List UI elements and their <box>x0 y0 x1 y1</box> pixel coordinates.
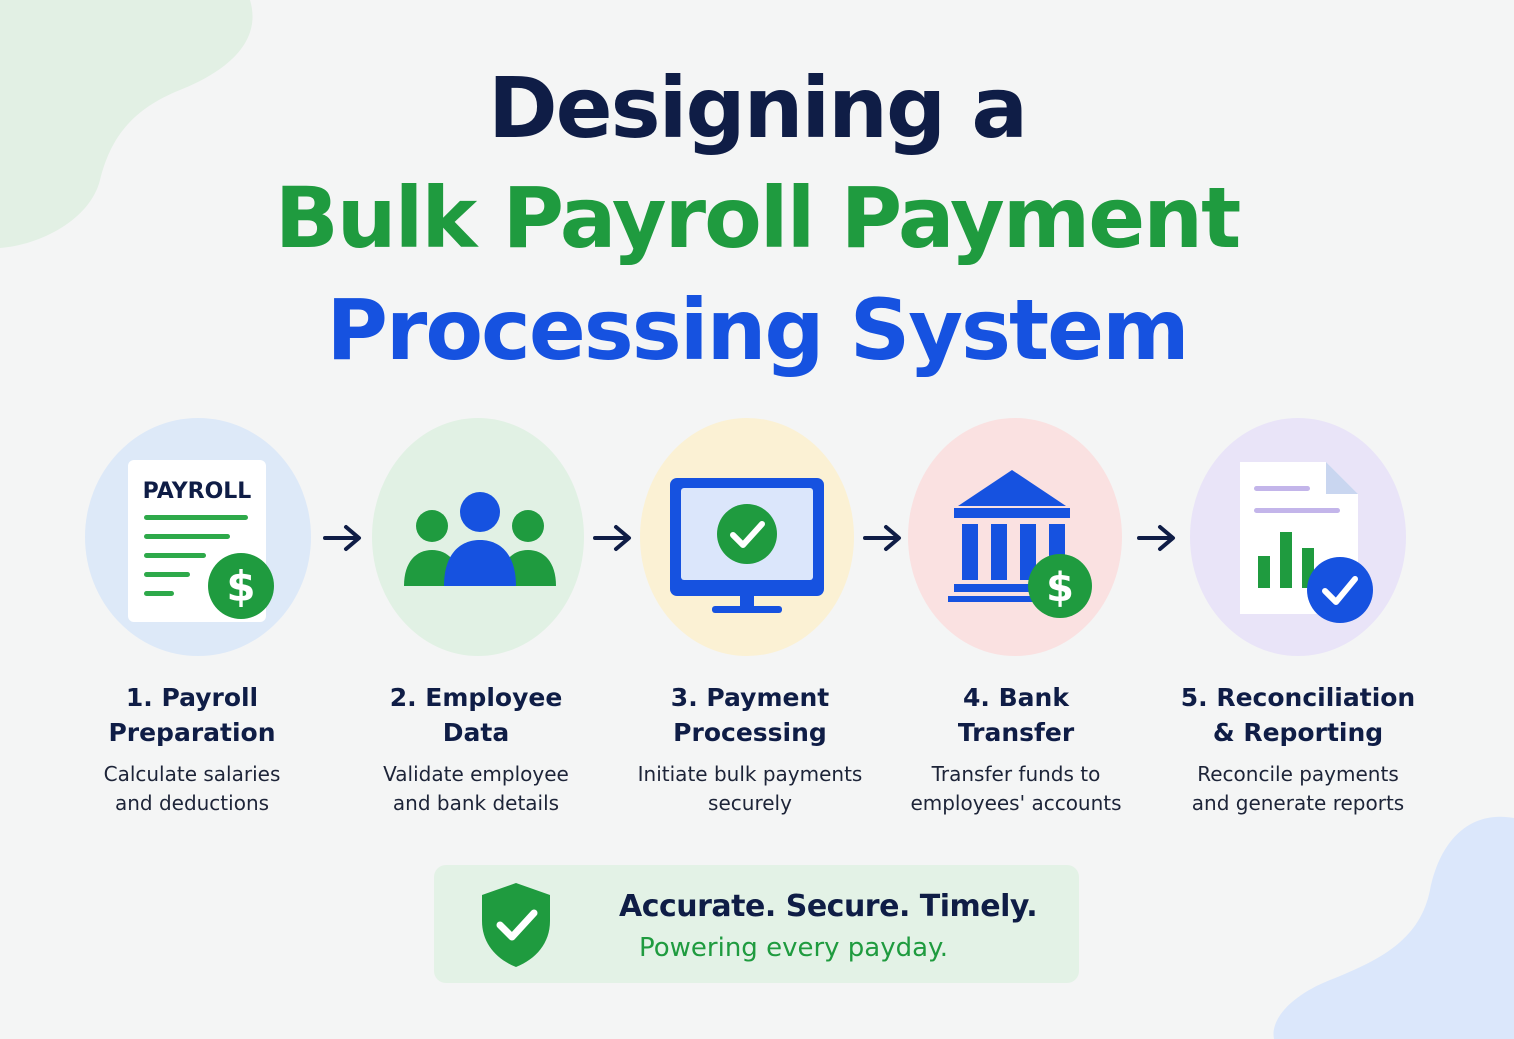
report-chart-check-icon <box>1240 462 1373 623</box>
bank-dollar-icon: $ <box>948 470 1092 618</box>
payroll-document-icon: PAYROLL $ <box>128 460 274 622</box>
step-4-description: Transfer funds to employees' accounts <box>910 762 1122 815</box>
employees-group-icon <box>404 492 556 586</box>
monitor-check-icon <box>670 478 824 613</box>
banner-tagline: Accurate. Secure. Timely. <box>619 889 1038 924</box>
title-line-2: Bulk Payroll Payment <box>274 169 1241 267</box>
step-4-title: 4. Bank Transfer <box>957 683 1075 747</box>
step-1-description: Calculate salaries and deductions <box>103 762 281 815</box>
arrow-right-icon <box>593 525 631 551</box>
step-5-description: Reconcile payments and generate reports <box>1191 762 1405 815</box>
arrow-right-icon <box>1137 525 1175 551</box>
step-3-title: 3. Payment Processing <box>670 683 830 747</box>
step-2-title: 2. Employee Data <box>389 683 563 747</box>
payroll-label: PAYROLL <box>143 479 252 504</box>
step-5-title: 5. Reconciliation & Reporting <box>1180 683 1416 747</box>
step-4-circle <box>908 418 1122 656</box>
decorative-blob-top-left <box>0 0 253 248</box>
shield-check-icon <box>482 883 550 967</box>
decorative-blob-bottom-right <box>1273 816 1514 1039</box>
banner-subtagline: Powering every payday. <box>639 933 949 963</box>
step-2-description: Validate employee and bank details <box>383 762 569 815</box>
step-1-title: 1. Payroll Preparation <box>108 683 276 747</box>
arrow-right-icon <box>863 525 901 551</box>
svg-text:$: $ <box>1046 565 1074 611</box>
arrow-right-icon <box>323 525 361 551</box>
svg-text:$: $ <box>226 562 255 611</box>
tagline-banner: Accurate. Secure. Timely. Powering every… <box>434 865 1079 983</box>
title-line-3: Processing System <box>326 281 1189 379</box>
step-3-description: Initiate bulk payments securely <box>637 762 863 815</box>
step-2-circle <box>372 418 584 656</box>
title-line-1: Designing a <box>487 59 1028 157</box>
